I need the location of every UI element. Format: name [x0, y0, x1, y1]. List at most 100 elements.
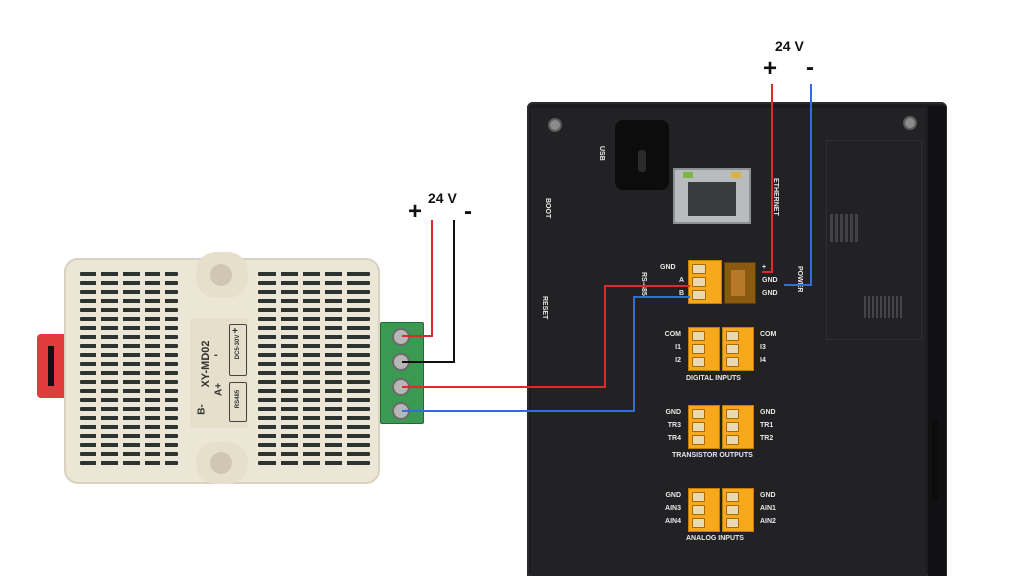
rs485-a-wire — [402, 285, 690, 388]
rs485-pin-gnd: GND — [660, 264, 676, 271]
terminal-slot — [692, 264, 706, 274]
di-label: COM — [760, 331, 777, 338]
rs485-pin-b: B — [678, 290, 684, 297]
side-slot — [932, 420, 938, 500]
vent-slot — [258, 371, 370, 375]
vent-slot — [80, 389, 178, 393]
to-label: TR1 — [760, 422, 774, 429]
reset-label: RESET — [541, 296, 548, 320]
ethernet-socket — [688, 182, 736, 216]
vent-slot — [258, 362, 370, 366]
vent-slot — [80, 335, 178, 339]
transistor-outputs-left-labels: GND TR3 TR4 — [657, 409, 681, 448]
sensor-positive-wire — [402, 220, 433, 337]
analog-inputs-left-labels: GND AIN3 AIN4 — [652, 492, 681, 531]
vent-slot — [80, 371, 178, 375]
vent-slot — [80, 317, 178, 321]
power-pin-gnd-2: GND — [762, 290, 778, 297]
vent-rib — [160, 270, 165, 474]
to-label: TR2 — [760, 435, 774, 442]
vent-slot — [258, 308, 370, 312]
power-left-voltage: 24 V — [428, 190, 457, 206]
to-label: TR4 — [667, 435, 681, 442]
vent-slot — [258, 416, 370, 420]
barcode-icon — [864, 296, 904, 318]
vent-slot — [258, 461, 370, 465]
digital-inputs-title: DIGITAL INPUTS — [686, 375, 741, 382]
terminal-slot — [692, 505, 705, 515]
sensor-polarity-box — [229, 324, 247, 376]
power-negative-wire — [784, 84, 812, 286]
vent-slot — [80, 299, 178, 303]
di-label: COM — [664, 331, 681, 338]
vent-slot — [80, 461, 178, 465]
terminal-slot — [726, 435, 739, 445]
rs485-label: RS-485 — [640, 272, 647, 296]
terminal-slot — [692, 344, 705, 354]
vent-slot — [80, 407, 178, 411]
usb-label: USB — [598, 146, 605, 161]
ai-label: GND — [760, 492, 776, 499]
vent-slot — [80, 362, 178, 366]
digital-inputs-left-labels: COM I1 I2 — [657, 331, 681, 370]
boot-label: BOOT — [544, 198, 551, 219]
terminal-slot — [726, 357, 739, 367]
rs485-b-wire — [402, 296, 690, 412]
vent-slot — [258, 290, 370, 294]
ethernet-label: ETHERNET — [772, 178, 779, 216]
vent-slot — [258, 452, 370, 456]
ethernet-led-icon — [731, 172, 741, 178]
ai-label: AIN1 — [760, 505, 776, 512]
product-label-sticker — [826, 140, 922, 340]
terminal-slot — [726, 518, 739, 528]
usb-socket-icon — [638, 150, 646, 172]
vent-slot — [80, 452, 178, 456]
vent-slot — [80, 308, 178, 312]
sensor-mount-hole-icon — [210, 264, 232, 286]
to-label: GND — [760, 409, 776, 416]
vent-slot — [258, 353, 370, 357]
terminal-slot — [726, 505, 739, 515]
power-top-minus: - — [806, 54, 814, 81]
di-label: I3 — [760, 344, 766, 351]
vent-slot — [258, 335, 370, 339]
power-pin-plus: + — [762, 264, 767, 271]
terminal-slot — [692, 357, 705, 367]
rs485-pin-labels: GND A B — [660, 264, 684, 303]
analog-inputs-title: ANALOG INPUTS — [686, 535, 744, 542]
screw-icon — [548, 118, 562, 132]
sensor-rs485-box — [229, 382, 247, 422]
sensor-mount-hole-icon — [210, 452, 232, 474]
power-positive-wire — [762, 84, 773, 273]
terminal-slot — [726, 422, 739, 432]
vent-slot — [258, 380, 370, 384]
vent-slot — [80, 398, 178, 402]
vent-slot — [258, 326, 370, 330]
ai-label: AIN2 — [760, 518, 776, 525]
terminal-slot — [726, 492, 739, 502]
terminal-slot — [692, 290, 706, 300]
sensor-negative-wire — [402, 220, 455, 363]
power-label: POWER — [796, 266, 803, 293]
vent-slot — [258, 281, 370, 285]
vent-rib — [298, 270, 303, 474]
di-label: I4 — [760, 357, 766, 364]
vent-rib — [118, 270, 123, 474]
vent-rib — [140, 270, 145, 474]
vent-slot — [80, 290, 178, 294]
terminal-slot — [726, 331, 739, 341]
qr-code-icon — [830, 214, 858, 242]
screw-icon — [903, 116, 917, 130]
vent-slot — [258, 299, 370, 303]
power-top-plus: + — [763, 55, 778, 82]
vent-rib — [96, 270, 101, 474]
vent-slot — [258, 389, 370, 393]
vent-slot — [80, 326, 178, 330]
vent-slot — [258, 425, 370, 429]
vent-slot — [258, 443, 370, 447]
vent-slot — [80, 344, 178, 348]
vent-slot — [80, 353, 178, 357]
terminal-slot — [692, 435, 705, 445]
to-label: GND — [665, 409, 681, 416]
power-pin-gnd-1: GND — [762, 277, 778, 284]
